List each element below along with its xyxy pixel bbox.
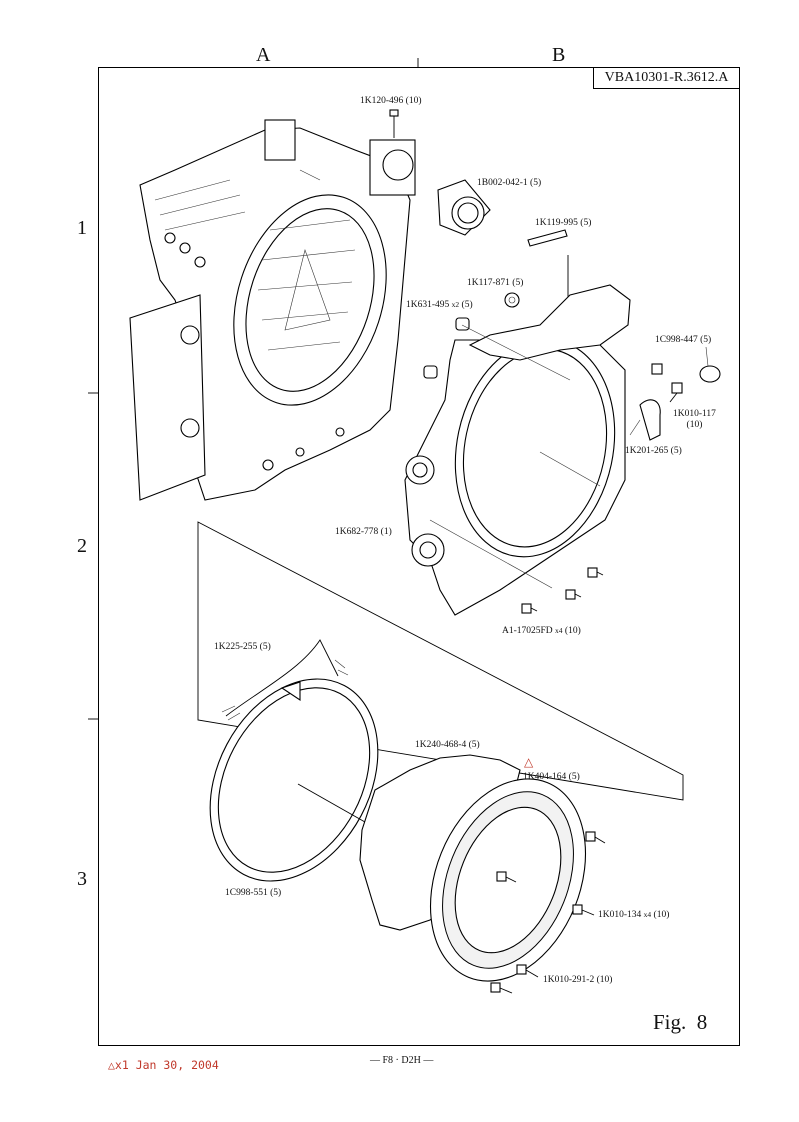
label-1K120-496: 1K120-496 (10) — [360, 96, 422, 106]
label-1K631-495: 1K631-495 x2 (5) — [406, 300, 473, 310]
row-label-1: 1 — [77, 217, 87, 239]
row-label-3: 3 — [77, 868, 87, 890]
label-1K225-255: 1K225-255 (5) — [214, 642, 271, 652]
part-1K117-871 — [504, 292, 520, 308]
label-1K682-778: 1K682-778 (1) — [335, 527, 392, 537]
document-id: VBA10301-R.3612.A — [593, 67, 740, 89]
cylinder-1B002-042-1 — [437, 179, 491, 236]
screw-1K010-117 — [669, 382, 683, 403]
ring-1C998-551 — [209, 678, 379, 882]
label-1K010-117: 1K010-117(10) — [673, 409, 716, 430]
revision-note: △x1 Jan 30, 2004 — [108, 1058, 219, 1072]
spring-1K225-255 — [221, 639, 349, 721]
label-1K240-468-4: 1K240-468-4 (5) — [415, 740, 480, 750]
mount-1K404-164 — [429, 778, 587, 982]
screws-1K010-134 — [496, 831, 606, 916]
row-label-2: 2 — [77, 535, 87, 557]
screw-near-mount — [651, 363, 663, 375]
frame-1K201-265 — [404, 284, 661, 616]
revision-triangle: △ — [524, 755, 534, 769]
label-1K010-291-2: 1K010-291-2 (10) — [543, 975, 613, 985]
bar-1K119-995 — [527, 229, 568, 247]
label-1K404-164: 1K404-164 (5) — [523, 772, 580, 782]
part-1K631-495-a — [455, 317, 470, 331]
screws-1K010-291-2 — [490, 964, 539, 994]
label-1C998-447: 1C998-447 (5) — [655, 335, 712, 345]
label-1K117-871: 1K117-871 (5) — [467, 278, 524, 288]
figure-label: Fig. 8 — [653, 1010, 708, 1034]
screw-1K120-496 — [389, 109, 399, 138]
label-A1-17025FD: A1-17025FD x4 (10) — [502, 626, 581, 636]
part-1K631-495-b — [423, 365, 438, 379]
column-label-a: A — [256, 44, 271, 66]
label-1B002-042-1: 1B002-042-1 (5) — [477, 178, 542, 188]
column-label-b: B — [552, 44, 566, 66]
screws-A1-17025FD — [521, 567, 604, 614]
mirror-box-body — [129, 119, 416, 501]
page-number: — F8 · D2H — — [370, 1055, 434, 1066]
label-1K119-995: 1K119-995 (5) — [535, 218, 592, 228]
drawing-frame — [98, 67, 740, 1046]
part-1C998-447 — [699, 365, 721, 383]
label-1C998-551: 1C998-551 (5) — [225, 888, 282, 898]
label-1K201-265: 1K201-265 (5) — [625, 446, 682, 456]
label-1K010-134: 1K010-134 x4 (10) — [598, 910, 670, 920]
